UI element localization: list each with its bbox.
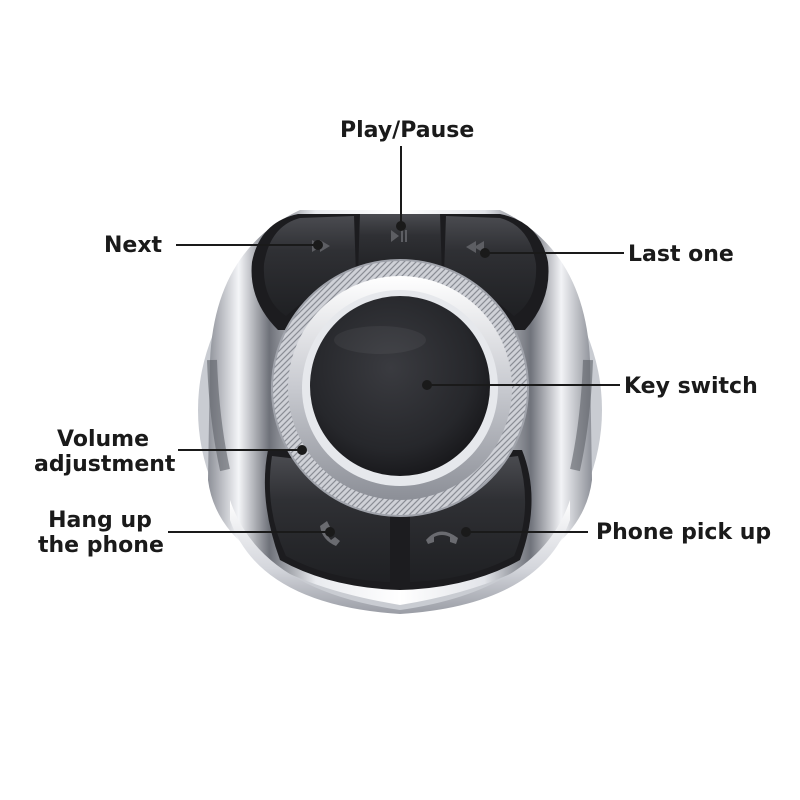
play-pause-button[interactable] — [358, 214, 442, 276]
label-phone-pick-up: Phone pick up — [596, 520, 772, 545]
next-track-button[interactable] — [444, 216, 537, 316]
leader-lines — [168, 146, 624, 537]
play-pause-icon — [391, 230, 407, 242]
label-volume-line2: adjustment — [34, 452, 176, 477]
label-volume-adjustment: Volume adjustment — [34, 427, 176, 477]
label-hang-up-line1: Hang up — [48, 508, 152, 533]
key-switch-knob[interactable] — [271, 259, 529, 517]
label-next: Next — [104, 233, 163, 258]
label-volume-line1: Volume — [57, 427, 149, 452]
label-hang-up-line2: the phone — [38, 533, 164, 558]
hang-up-phone-icon — [320, 521, 340, 546]
label-hang-up: Hang up the phone — [38, 508, 164, 558]
label-key-switch: Key switch — [624, 374, 758, 399]
label-last-one: Last one — [628, 242, 734, 267]
previous-button[interactable] — [263, 216, 356, 316]
pick-up-phone-icon — [426, 531, 458, 544]
label-play-pause: Play/Pause — [340, 118, 475, 143]
